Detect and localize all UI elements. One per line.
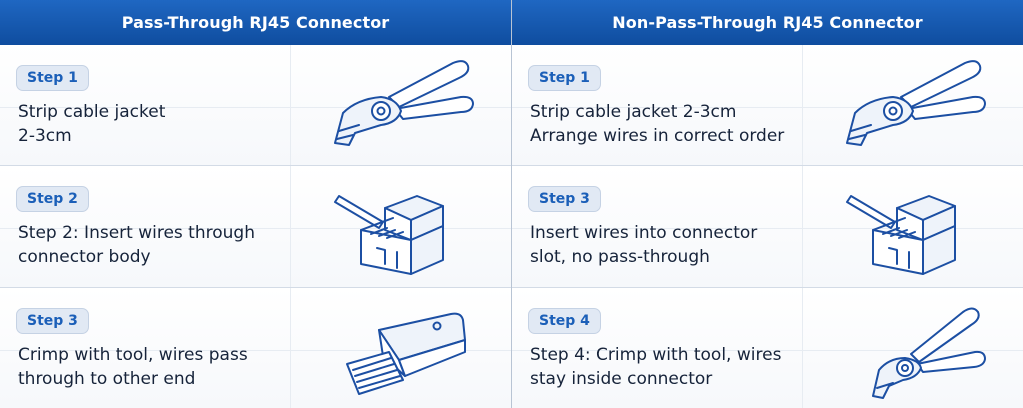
connector-insert-icon: [325, 178, 475, 278]
step-row: Step 3 Insert wires into connector slot,…: [512, 166, 1023, 288]
step-row: Step 3 Crimp with tool, wires pass throu…: [0, 287, 511, 408]
step-text: Strip cable jacket 2-3cm: [18, 102, 166, 146]
step-row: Step 1 Strip cable jacket 2-3cm Arrange …: [512, 45, 1023, 167]
step-badge: Step 4: [528, 307, 601, 334]
step-text: Insert wires into connector slot, no pas…: [530, 223, 758, 268]
pass-through-connector-icon: [325, 300, 475, 400]
step-row: Step 4 Step 4: Crimp with tool, wires st…: [512, 287, 1023, 408]
crimp-tool-icon: [837, 57, 987, 157]
connector-insert-icon: [837, 178, 987, 278]
step-text: Step 4: Crimp with tool, wires stay insi…: [530, 344, 782, 389]
step-badge: Step 2: [16, 186, 89, 213]
non-pass-through-column: Non-Pass-Through RJ45 Connector Step 1 S…: [511, 0, 1023, 408]
step-row: Step 1 Strip cable jacket 2-3cm: [0, 45, 511, 167]
column-header: Pass-Through RJ45 Connector: [0, 0, 511, 45]
crimp-tool-icon: [837, 300, 987, 400]
step-text: Crimp with tool, wires pass through to o…: [18, 344, 248, 389]
step-text: Strip cable jacket 2-3cm Arrange wires i…: [530, 102, 785, 146]
crimp-tool-icon: [325, 57, 475, 157]
step-badge: Step 3: [528, 186, 601, 213]
column-header: Non-Pass-Through RJ45 Connector: [512, 0, 1023, 45]
step-badge: Step 1: [16, 65, 89, 91]
step-badge: Step 3: [16, 307, 89, 334]
step-badge: Step 1: [528, 65, 601, 91]
step-text: Step 2: Insert wires through connector b…: [18, 223, 255, 268]
pass-through-column: Pass-Through RJ45 Connector Step 1 Strip…: [0, 0, 511, 408]
step-row: Step 2 Step 2: Insert wires through conn…: [0, 166, 511, 288]
